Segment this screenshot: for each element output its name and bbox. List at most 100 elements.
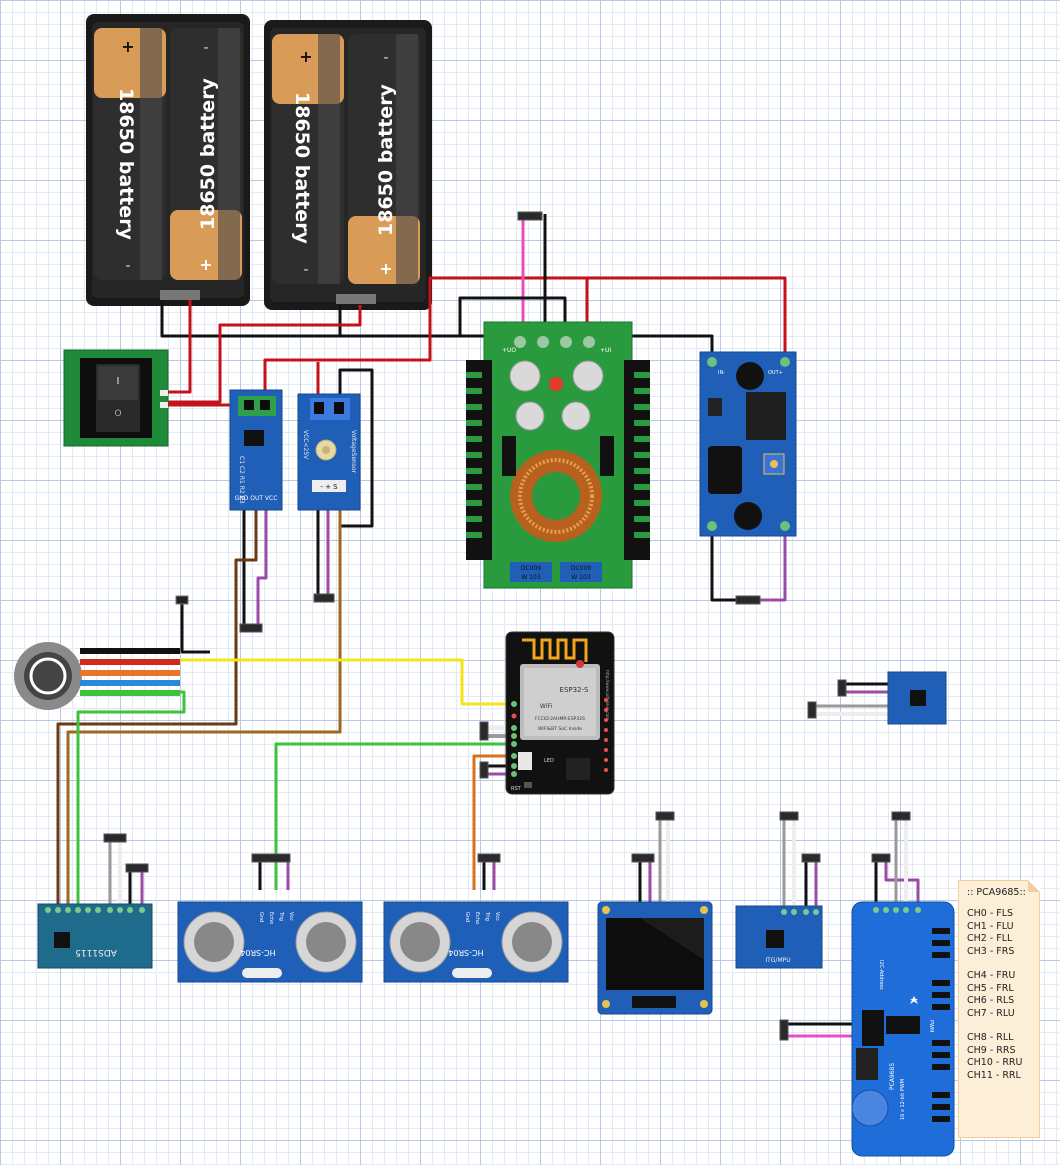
- note-line: CH2 - FLL: [967, 933, 1013, 944]
- note-line: CH7 - RLU: [967, 1007, 1015, 1019]
- connector-headers: [103, 211, 911, 1041]
- wire-cs-vcc: [256, 506, 268, 628]
- gyro-small-board[interactable]: [887, 671, 947, 725]
- mpu-board[interactable]: ITG/MPU: [735, 905, 823, 969]
- svg-text:Echo: Echo: [474, 912, 480, 924]
- pca9685-board[interactable]: PCA9685 16 x 12-bit PWM I2C-Address PWM: [851, 901, 955, 1157]
- svg-text:I: I: [117, 376, 120, 387]
- svg-text:+: +: [379, 259, 392, 278]
- battery-cell-4: + - 18650 battery: [348, 34, 420, 284]
- svg-text:PWM: PWM: [928, 1020, 934, 1032]
- ultrasonic-sensor-2[interactable]: HC-SR04 Vcc Trig Echo Gnd: [383, 901, 569, 983]
- note-title: :: PCA9685::: [967, 887, 1026, 898]
- svg-text:DC009: DC009: [521, 565, 541, 572]
- svg-text:18650 battery: 18650 battery: [115, 88, 137, 241]
- svg-text:W 103: W 103: [521, 574, 540, 581]
- svg-text:Vcc: Vcc: [288, 912, 294, 921]
- note-line: CH4 - FRU: [967, 970, 1016, 981]
- svg-text:+UO: +UO: [502, 347, 516, 354]
- svg-text:+UI: +UI: [600, 347, 611, 354]
- wire-us2-trig: [472, 754, 512, 890]
- wire-vs-signal: [66, 492, 342, 906]
- wire-fsr-green: [76, 690, 186, 906]
- note-line: CH0 - FLS: [967, 908, 1014, 919]
- current-sensor[interactable]: C1 C2 R1 R2 C3 GND OUT VCC: [229, 389, 283, 511]
- svg-text:18650 battery: 18650 battery: [375, 83, 397, 236]
- ads1115-board[interactable]: ADS1115: [37, 903, 153, 969]
- svg-text:W 103: W 103: [571, 574, 590, 581]
- svg-text:+: +: [199, 255, 212, 274]
- wire-fsr-yellow: [180, 658, 512, 706]
- svg-text:-: -: [203, 40, 208, 56]
- svg-text:Trig: Trig: [278, 911, 284, 921]
- note-line: CH6 - RLS: [967, 995, 1015, 1006]
- force-sensor[interactable]: [14, 595, 189, 710]
- battery-cell-2: + - 18650 battery: [170, 28, 242, 280]
- svg-text:ADS1115: ADS1115: [75, 947, 117, 957]
- wire-buck-out: [760, 528, 787, 602]
- svg-text:16 x 12-bit PWM: 16 x 12-bit PWM: [900, 1079, 906, 1120]
- ultrasonic-sensor-1[interactable]: HC-SR04 Vcc Trig Echo Gnd: [177, 901, 363, 983]
- note-line: CH8 - RLL: [967, 1032, 1014, 1043]
- svg-text:Vcc: Vcc: [494, 912, 500, 921]
- esp32-board[interactable]: ESP32-S WiFi FCCID:2AHMR-ESP32S WIFI&BT …: [505, 631, 615, 795]
- wire-battery2-pos: [166, 305, 362, 404]
- svg-text:- + S: - + S: [320, 483, 338, 491]
- note-line: CH3 - FRS: [967, 945, 1015, 957]
- oled-display[interactable]: [597, 901, 713, 1015]
- svg-text:C1 C2 R1 R2 C3: C1 C2 R1 R2 C3: [238, 456, 245, 504]
- battery-cell-3: + - 18650 battery: [272, 34, 344, 284]
- wire-us1-trig: [274, 742, 512, 890]
- svg-text:Echo: Echo: [268, 912, 274, 924]
- svg-text:18650 battery: 18650 battery: [291, 92, 313, 245]
- svg-text:DC009: DC009: [571, 565, 591, 572]
- svg-text:18650 battery: 18650 battery: [197, 77, 219, 230]
- wire-battery1-pos: [166, 300, 192, 394]
- buck-converter[interactable]: IN- OUT+: [699, 351, 797, 537]
- boost-converter[interactable]: +UO +UI DC009 W 103 DC009 W 103: [466, 321, 650, 589]
- svg-text:OUT+: OUT+: [768, 370, 783, 376]
- svg-text:-: -: [383, 50, 388, 66]
- note-line: CH5 - FRL: [967, 982, 1014, 994]
- battery-cell-1: + - 18650 battery: [94, 28, 166, 280]
- svg-text:LED: LED: [544, 758, 554, 764]
- note-fold: [1028, 880, 1040, 892]
- svg-text:PCA9685: PCA9685: [889, 1063, 896, 1090]
- svg-text:WIFI&BT SoC Inside: WIFI&BT SoC Inside: [538, 726, 582, 732]
- svg-text:IN-: IN-: [718, 370, 725, 376]
- wire-pca-vcc: [884, 858, 920, 905]
- svg-text:ESP32-S: ESP32-S: [560, 686, 590, 694]
- wire-boost-gnd: [458, 296, 567, 340]
- wire-fsr-black: [180, 600, 210, 654]
- svg-text:+: +: [121, 37, 134, 56]
- wire-cs-to-buck: [263, 276, 787, 400]
- svg-text:VoltageSensor: VoltageSensor: [350, 430, 357, 474]
- svg-text:GND OUT VCC: GND OUT VCC: [235, 495, 278, 502]
- svg-text:-: -: [125, 258, 130, 274]
- svg-text:RST: RST: [511, 786, 522, 792]
- svg-text:FCCID:2AHMR-ESP32S: FCCID:2AHMR-ESP32S: [535, 716, 585, 722]
- svg-text:http://www.aithinker.com: http://www.aithinker.com: [605, 670, 610, 720]
- svg-text:Gnd: Gnd: [464, 912, 470, 922]
- svg-text:Trig: Trig: [484, 911, 490, 921]
- pca9685-channel-note: :: PCA9685:: CH0 - FLS CH1 - FLU CH2 - F…: [958, 880, 1040, 1138]
- svg-text:O: O: [114, 409, 121, 419]
- svg-text:WiFi: WiFi: [540, 703, 552, 710]
- wire-ground-main: [160, 300, 714, 360]
- note-line: CH11 - RRL: [967, 1069, 1021, 1081]
- svg-text:Gnd: Gnd: [258, 912, 264, 922]
- note-line: CH1 - FLU: [967, 920, 1014, 932]
- svg-text:+: +: [299, 47, 312, 66]
- wires: [56, 214, 920, 1038]
- note-line: CH9 - RRS: [967, 1044, 1016, 1056]
- battery-holder-1[interactable]: + - 18650 battery + - 18650 battery: [86, 14, 250, 306]
- voltage-sensor[interactable]: VoltageSensor VCC<25V - + S: [297, 393, 361, 511]
- power-switch[interactable]: I O: [63, 349, 169, 447]
- wire-cs-out: [56, 506, 258, 906]
- svg-text:HC-SR04: HC-SR04: [448, 948, 483, 957]
- note-line: CH10 - RRU: [967, 1057, 1023, 1068]
- svg-text:HC-SR04: HC-SR04: [240, 948, 275, 957]
- svg-text:I2C-Address: I2C-Address: [878, 960, 884, 990]
- battery-holder-2[interactable]: + - 18650 battery + - 18650 battery: [264, 20, 432, 310]
